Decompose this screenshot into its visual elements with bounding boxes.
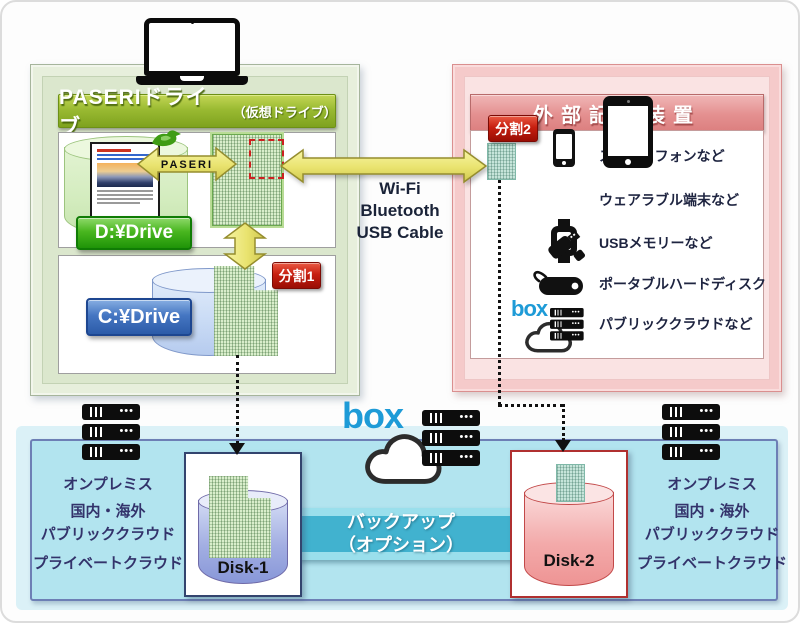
device-label-hdd: ポータブルハードディスク bbox=[599, 276, 767, 292]
smartphone-icon bbox=[553, 129, 575, 167]
server-stack-icon bbox=[550, 308, 584, 343]
document-title-line bbox=[97, 149, 132, 152]
document-text-line bbox=[97, 198, 153, 200]
tablet-icon bbox=[603, 96, 653, 168]
dotted-arrow-disk2-line1 bbox=[498, 180, 501, 405]
split-highlight-dashed bbox=[249, 139, 284, 179]
onprem-label-line: オンプレミス bbox=[667, 476, 757, 493]
backup-banner: バックアップ （オプション） bbox=[285, 508, 517, 560]
vertical-sync-arrow bbox=[222, 222, 268, 270]
onprem-labels-right: オンプレミス 国内・海外 パブリッククラウド プライベートクラウド bbox=[636, 2, 788, 621]
document-text-line bbox=[97, 202, 141, 204]
disk1-box: Disk-1 bbox=[184, 452, 302, 597]
external-device-list bbox=[470, 130, 764, 359]
paseri-bird-icon bbox=[152, 130, 181, 147]
onprem-label-line: 国内・海外 bbox=[674, 503, 750, 520]
laptop-icon bbox=[144, 18, 240, 76]
dotted-arrow-disk2-head bbox=[555, 440, 571, 452]
disk2-label: Disk-2 bbox=[543, 551, 595, 570]
connection-line-wifi: Wi-Fi bbox=[379, 179, 421, 198]
disk1-fragment bbox=[209, 476, 271, 558]
connection-methods: Wi-Fi Bluetooth USB Cable bbox=[332, 178, 468, 244]
onprem-label-line: プライベートクラウド bbox=[32, 555, 183, 572]
dotted-arrow-disk1-line bbox=[236, 355, 239, 444]
onprem-label-line: プライベートクラウド bbox=[636, 555, 787, 572]
cloud-icon bbox=[365, 434, 442, 484]
box-logo: box bbox=[342, 395, 404, 436]
cipher-block-main bbox=[212, 134, 282, 226]
dotted-arrow-disk2-line3 bbox=[562, 404, 565, 441]
device-label-wearable: ウェアラブル端末など bbox=[599, 192, 739, 208]
disk1-label: Disk-1 bbox=[217, 558, 269, 577]
document-text-line bbox=[97, 190, 153, 192]
server-stack-icon bbox=[422, 410, 480, 470]
laptop-camera-dot bbox=[191, 21, 194, 24]
document-text-line bbox=[97, 158, 147, 160]
disk2-box: Disk-2 bbox=[510, 450, 628, 598]
device-label-public-cloud: パブリッククラウドなど bbox=[599, 316, 753, 332]
connection-line-bluetooth: Bluetooth bbox=[360, 201, 440, 220]
onprem-label-line: パブリッククラウド bbox=[40, 526, 176, 543]
box-logo: box bbox=[511, 296, 548, 321]
paseri-panel-header: PASERIドライブ （仮想ドライブ） bbox=[58, 86, 337, 139]
server-stack-icon bbox=[82, 404, 140, 464]
document-text-line bbox=[97, 154, 153, 156]
onprem-labels-left: オンプレミス 国内・海外 パブリッククラウド プライベートクラウド bbox=[32, 2, 184, 621]
paseri-convert-arrow: PASERI bbox=[136, 146, 238, 182]
disk2-fragment bbox=[556, 464, 585, 502]
c-drive-label: C:¥Drive bbox=[86, 298, 192, 336]
cipher-fragment-split2 bbox=[487, 143, 516, 180]
virtual-drive-sublabel: （仮想ドライブ） bbox=[232, 104, 337, 120]
split1-badge: 分割1 bbox=[272, 262, 321, 289]
backup-line1: バックアップ bbox=[347, 512, 455, 532]
onprem-label-line: 国内・海外 bbox=[70, 503, 146, 520]
onprem-label-line: パブリッククラウド bbox=[644, 526, 780, 543]
d-drive-label: D:¥Drive bbox=[76, 216, 192, 250]
laptop-notch bbox=[180, 76, 204, 81]
dotted-arrow-disk2-line2 bbox=[498, 404, 564, 407]
usb-memory-icon bbox=[548, 230, 586, 262]
server-stack-icon bbox=[662, 404, 720, 464]
split2-badge: 分割2 bbox=[488, 115, 538, 142]
onprem-label-line: オンプレミス bbox=[63, 476, 153, 493]
device-label-usb: USBメモリーなど bbox=[599, 235, 713, 251]
transfer-arrow bbox=[279, 148, 488, 184]
backup-line2: （オプション） bbox=[338, 535, 464, 555]
document-text-line bbox=[97, 194, 153, 196]
portable-hdd-icon bbox=[533, 270, 583, 295]
dotted-arrow-disk1-head bbox=[229, 443, 245, 455]
connection-line-usb: USB Cable bbox=[356, 223, 444, 242]
document-preview bbox=[90, 142, 160, 228]
paseri-arrow-label: PASERI bbox=[161, 159, 213, 171]
